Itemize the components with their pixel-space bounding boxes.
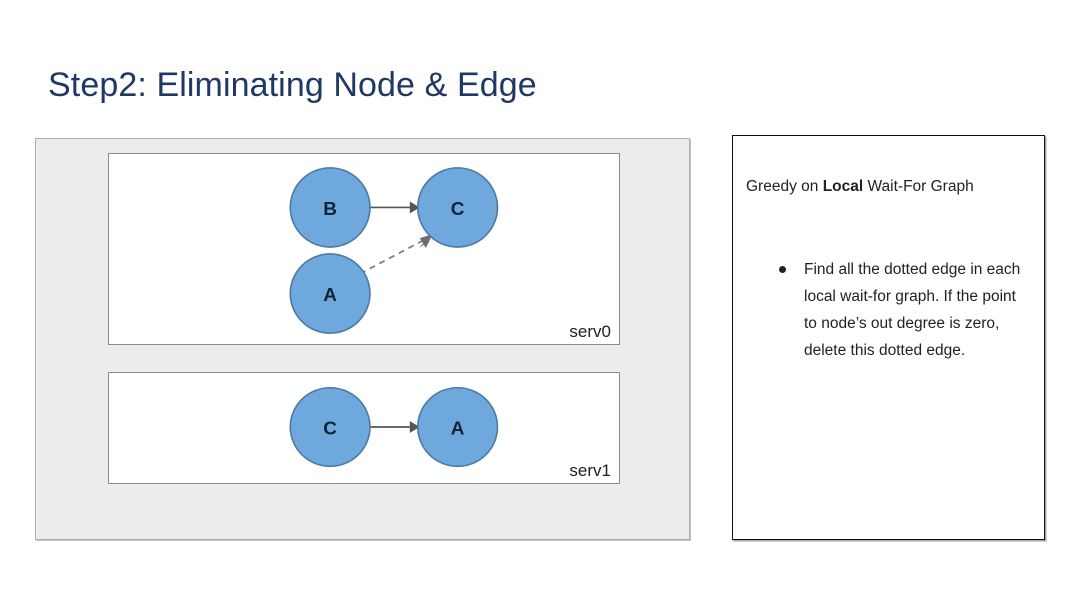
node-label-c: C: [451, 198, 465, 219]
notes-heading-prefix: Greedy on: [746, 178, 823, 195]
node-label-a: A: [323, 284, 337, 305]
node-label-b: B: [323, 198, 337, 219]
notes-heading: Greedy on Local Wait-For Graph: [746, 175, 1011, 199]
server-box-serv0: B C A serv0: [108, 153, 620, 345]
node-circle-b: [289, 167, 371, 248]
wait-for-graph-serv1: C A: [289, 386, 499, 468]
server-box-serv1: C A serv1: [108, 372, 620, 484]
arrowhead-c-to-a: [409, 421, 420, 433]
node-circle-a: [289, 253, 371, 334]
graph-node-b[interactable]: B: [289, 167, 371, 248]
graph-node-c[interactable]: C: [416, 167, 499, 248]
graph-node-a-serv1[interactable]: A: [416, 386, 499, 468]
graph-node-c-serv1[interactable]: C: [289, 386, 371, 468]
node-label-a-serv1: A: [451, 418, 465, 439]
server-label-serv0: serv0: [569, 322, 611, 341]
notes-heading-emphasis: Local: [822, 178, 864, 195]
wait-for-graph-serv0: B C A: [289, 167, 499, 334]
arrowhead-b-to-c: [409, 201, 420, 214]
bullet-dot-icon: [779, 266, 786, 273]
node-label-c-serv1: C: [323, 418, 337, 439]
notes-panel: Greedy on Local Wait-For Graph Find all …: [732, 135, 1045, 540]
edge-a-to-c-dotted: [359, 239, 425, 275]
server-label-serv1: serv1: [569, 461, 611, 480]
node-circle-c: [416, 167, 499, 248]
graph-container: B C A serv0 C: [35, 138, 690, 540]
notes-bullet-text: Find all the dotted edge in each local w…: [804, 261, 1021, 359]
arrowhead-a-to-c-dotted-tip: [419, 234, 433, 249]
node-circle-a-serv1: [416, 386, 499, 468]
notes-bullet-list: Find all the dotted edge in each local w…: [746, 256, 1028, 364]
notes-heading-suffix: Wait-For Graph: [863, 178, 974, 195]
page-title: Step2: Eliminating Node & Edge: [48, 66, 537, 104]
graph-node-a[interactable]: A: [289, 253, 371, 334]
list-item: Find all the dotted edge in each local w…: [746, 256, 1028, 364]
node-circle-c-serv1: [289, 386, 371, 468]
